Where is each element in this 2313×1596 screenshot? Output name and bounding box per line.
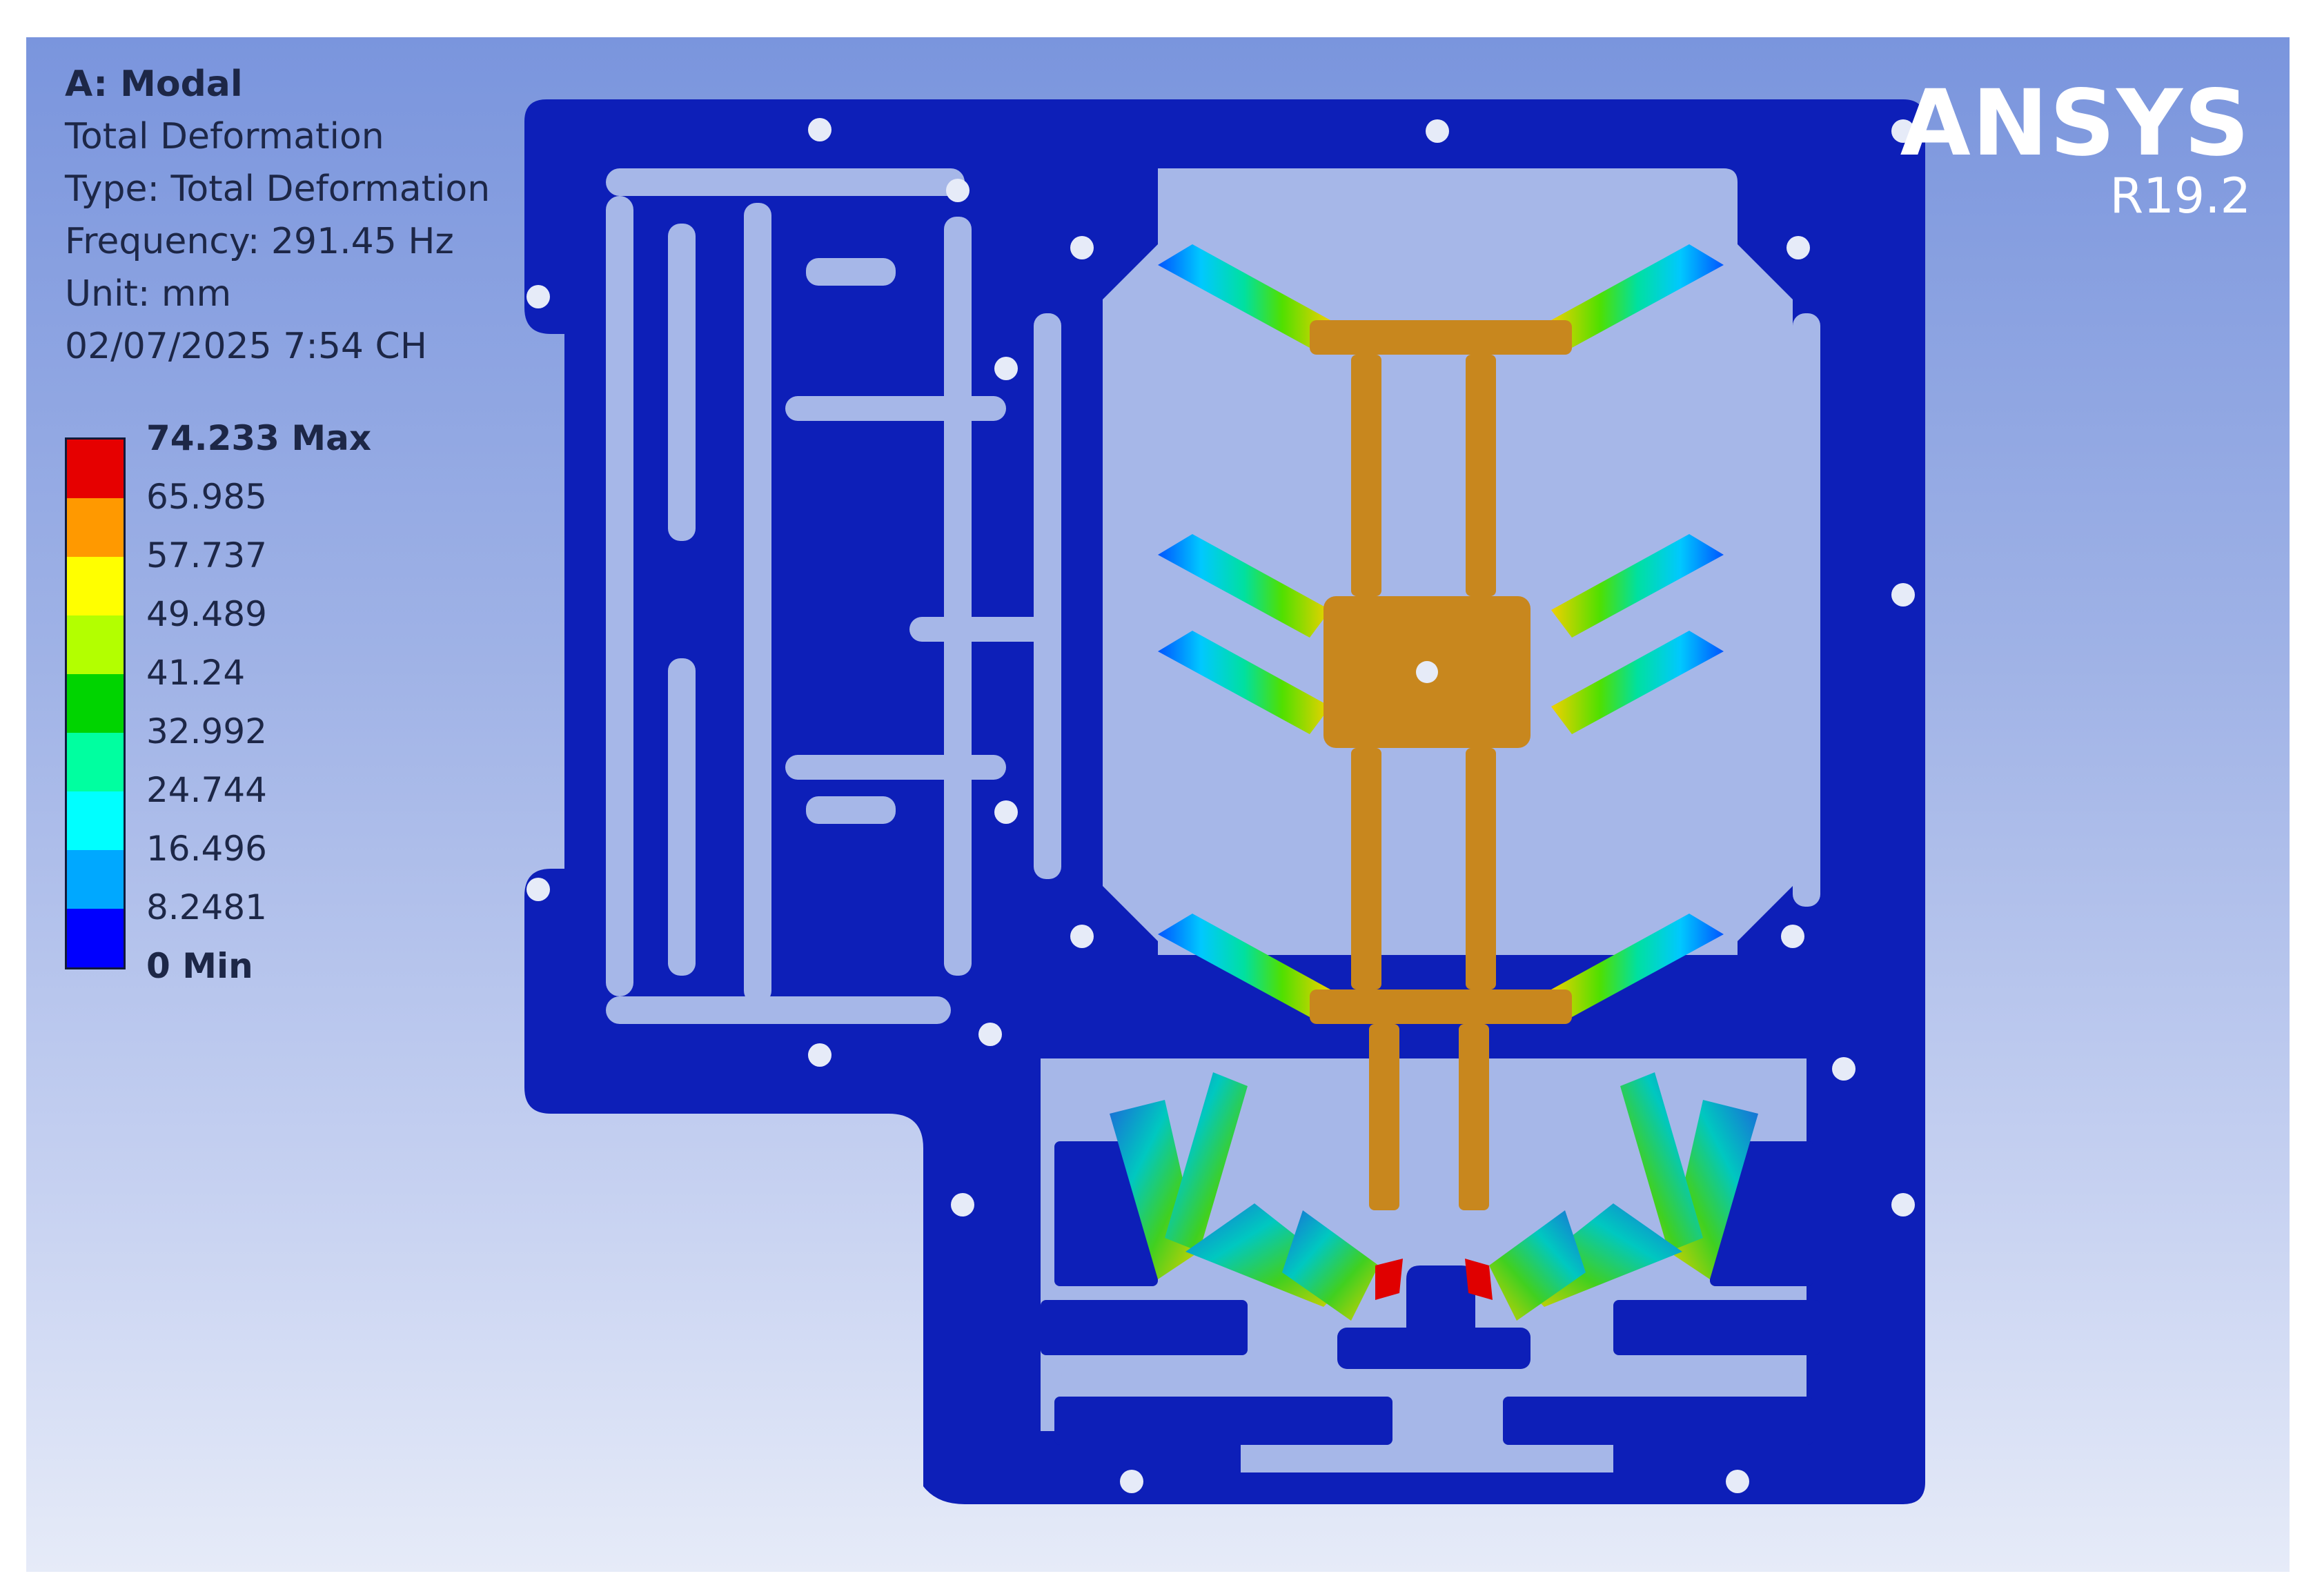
legend-label: 32.992: [146, 711, 267, 751]
legend-band: [67, 557, 124, 615]
legend-label: 74.233 Max: [146, 418, 372, 458]
flexure-beams: [1158, 244, 1724, 1017]
brand-version: R19.2: [2109, 168, 2252, 224]
result-timestamp: 02/07/2025 7:54 CH: [65, 326, 427, 367]
result-info-panel: A: Modal Total Deformation Type: Total D…: [65, 58, 490, 373]
model-render[interactable]: [26, 37, 2290, 1572]
legend-label: 57.737: [146, 535, 267, 575]
legend-band: [67, 733, 124, 791]
legend-band: [67, 674, 124, 733]
legend-band: [67, 909, 124, 967]
ansys-logo: ANSYS R19.2: [1900, 70, 2252, 224]
result-type: Type: Total Deformation: [65, 168, 491, 210]
legend-band: [67, 615, 124, 674]
analysis-title: A: Modal: [65, 63, 243, 105]
legend-band: [67, 850, 124, 909]
legend-label: 41.24: [146, 653, 246, 693]
legend-label: 8.2481: [146, 887, 267, 927]
legend-band: [67, 498, 124, 557]
legend-label: 65.985: [146, 477, 267, 517]
legend-label: 24.744: [146, 770, 267, 810]
legend-label: 0 Min: [146, 946, 253, 986]
brand-name: ANSYS: [1900, 70, 2251, 177]
legend-label: 49.489: [146, 594, 267, 634]
lower-flexures: [1110, 1072, 1758, 1321]
legend-label: 16.496: [146, 829, 267, 869]
result-unit: Unit: mm: [65, 273, 232, 315]
legend-colorbar: [65, 437, 126, 969]
mounting-holes: [526, 118, 1915, 1493]
mode-frequency: Frequency: 291.45 Hz: [65, 221, 454, 262]
legend-band: [67, 440, 124, 498]
legend-band: [67, 791, 124, 850]
result-name: Total Deformation: [65, 116, 384, 157]
center-hole: [1416, 661, 1438, 683]
graphics-viewport[interactable]: A: Modal Total Deformation Type: Total D…: [26, 37, 2290, 1572]
